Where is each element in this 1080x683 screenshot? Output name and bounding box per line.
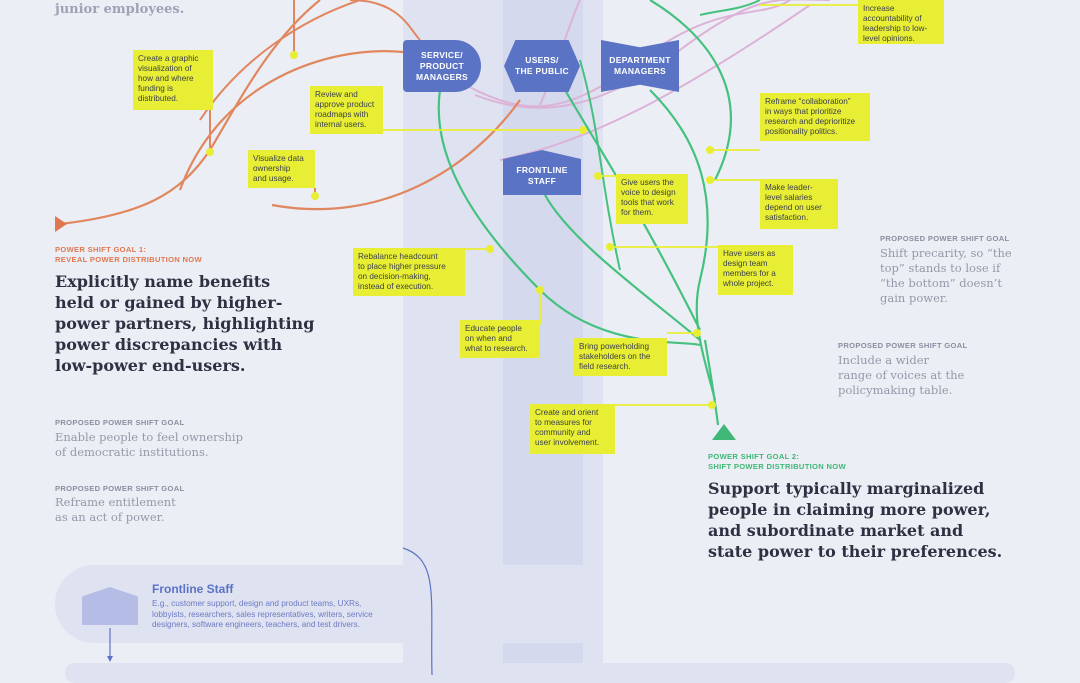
goal1-text: Explicitly name benefits held or gained … — [55, 272, 315, 375]
note-leader-salaries: Make leader- level salaries depend on us… — [760, 179, 838, 229]
legend-title: Frontline Staff — [152, 582, 234, 596]
node-service-product-managers: SERVICE/ PRODUCT MANAGERS — [403, 40, 481, 92]
proposed-heading-2: PROPOSED POWER SHIFT GOAL — [55, 484, 185, 493]
note-give-users-voice: Give users the voice to design tools tha… — [616, 174, 688, 224]
legend-band — [55, 565, 603, 643]
note-community-measures: Create and orient to measures for commun… — [530, 404, 615, 454]
node-users-the-public: USERS/ THE PUBLIC — [504, 40, 580, 92]
note-visualize-data: Visualize data ownership and usage. — [248, 150, 315, 188]
node-frontline-staff: FRONTLINE STAFF — [503, 150, 581, 195]
note-design-team-members: Have users as design team members for a … — [718, 245, 793, 295]
note-accountability: Increase accountability of leadership to… — [858, 0, 944, 44]
node-department-managers: DEPARTMENT MANAGERS — [601, 40, 679, 92]
legend-description: E.g., customer support, design and produ… — [152, 599, 373, 629]
note-rebalance-headcount: Rebalance headcount to place higher pres… — [353, 248, 465, 296]
note-bring-stakeholders: Bring powerholding stakeholders on the f… — [574, 338, 667, 376]
goal1-label: POWER SHIFT GOAL 1: REVEAL POWER DISTRIB… — [55, 245, 202, 264]
proposed-heading-1: PROPOSED POWER SHIFT GOAL — [55, 418, 185, 427]
proposed-goal-entitlement: Reframe entitlement as an act of power. — [55, 495, 176, 524]
proposed-goal-voices: Include a wider range of voices at the p… — [838, 353, 965, 397]
proposed-heading-3: PROPOSED POWER SHIFT GOAL — [880, 234, 1010, 243]
goal2-text: Support typically marginalized people in… — [708, 479, 1003, 561]
proposed-heading-4: PROPOSED POWER SHIFT GOAL — [838, 341, 968, 350]
note-review-roadmaps: Review and approve product roadmaps with… — [310, 86, 383, 134]
proposed-goal-precarity: Shift precarity, so “the top” stands to … — [880, 246, 1012, 305]
note-graphic-visualization: Create a graphic visualization of how an… — [133, 50, 213, 110]
note-educate-people: Educate people on when and what to resea… — [460, 320, 540, 358]
note-reframe-collaboration: Reframe “collaboration” in ways that pri… — [760, 93, 870, 141]
header-fragment: junior employees. — [55, 2, 185, 17]
goal2-label: POWER SHIFT GOAL 2: SHIFT POWER DISTRIBU… — [708, 452, 846, 471]
proposed-goal-ownership: Enable people to feel ownership of democ… — [55, 430, 243, 459]
lane-right — [583, 0, 603, 675]
